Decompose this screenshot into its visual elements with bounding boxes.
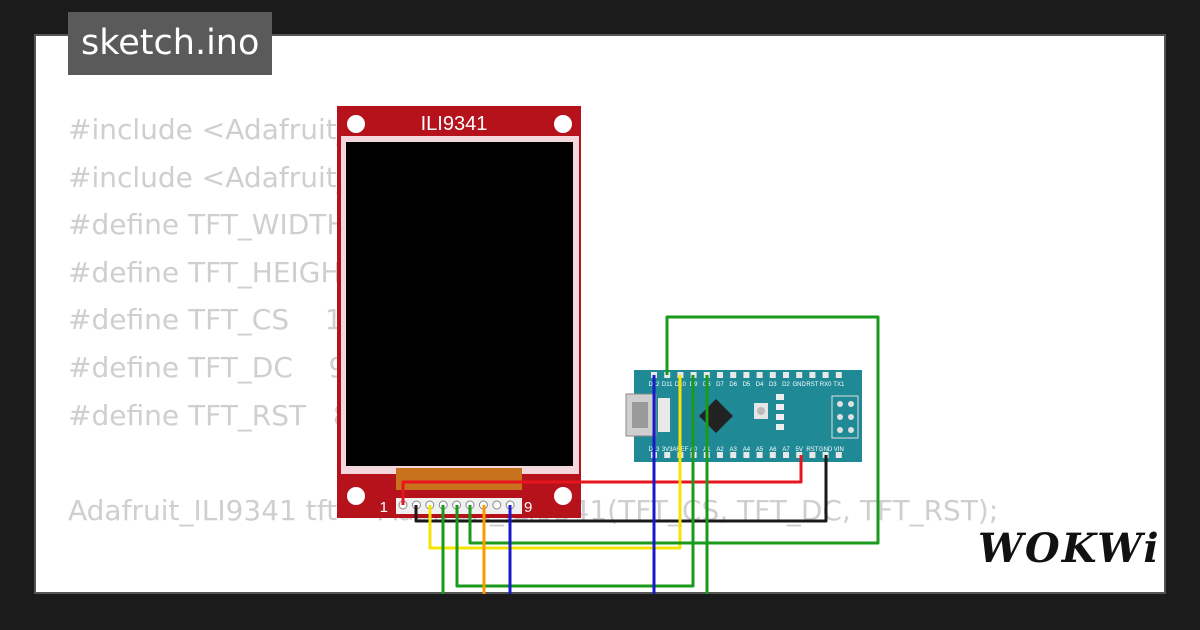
nano-pin[interactable] [835, 452, 842, 458]
icsp-pin [837, 427, 843, 433]
nano-pin[interactable] [756, 372, 763, 378]
icsp-pin [837, 414, 843, 420]
bottom-frame [0, 594, 1200, 630]
nano-pin-label: GND [793, 382, 807, 388]
led-l [776, 424, 784, 430]
led-on [776, 414, 784, 420]
nano-pin-label: RST [806, 447, 818, 453]
icsp-pin [848, 414, 854, 420]
nano-pin-label: D3 [769, 382, 777, 388]
nano-pin[interactable] [730, 452, 737, 458]
nano-pin-label: A7 [782, 447, 790, 453]
nano-pin-label: RST [806, 382, 818, 388]
nano-pin[interactable] [743, 372, 750, 378]
icsp-header [831, 395, 859, 439]
wire-dc [455, 375, 695, 588]
nano-pin[interactable] [822, 372, 829, 378]
icsp-pin [848, 427, 854, 433]
nano-pin[interactable] [730, 372, 737, 378]
nano-pin[interactable] [783, 452, 789, 458]
usb-connector-icon [625, 393, 657, 437]
nano-pin-label: TX1 [833, 382, 845, 388]
nano-pin-label: A4 [743, 447, 751, 453]
nano-pin-label: VIN [834, 447, 844, 453]
nano-pin[interactable] [835, 372, 842, 378]
icsp-pin [837, 401, 843, 407]
display-title: ILI9341 [421, 113, 488, 135]
nano-pin-label: A5 [756, 447, 764, 453]
nano-pin-label: D11 [662, 382, 673, 388]
nano-pin-label: D4 [756, 382, 764, 388]
usb-port [632, 402, 648, 428]
nano-pin[interactable] [743, 452, 750, 458]
pin-label-last: 9 [524, 499, 532, 516]
mount-hole-icon [554, 487, 572, 505]
code-line: #define TFT_CS 10 [68, 303, 361, 337]
code-line: #define NUM_LEDS 64 [68, 582, 998, 592]
nano-pin[interactable] [809, 372, 816, 378]
nano-pin-label: A6 [769, 447, 777, 453]
wire-mosi [468, 315, 880, 545]
nano-pin[interactable] [783, 372, 789, 378]
nano-pin-label: D2 [782, 382, 790, 388]
nano-pin-label: 5V [796, 447, 803, 453]
wokwi-logo: WOKWi [978, 525, 1161, 572]
nano-pin-label: A3 [730, 447, 738, 453]
wire-gnd [414, 455, 828, 523]
display-screen [346, 142, 573, 466]
nano-board [634, 370, 862, 462]
led-tx [776, 394, 784, 400]
wire-vcc [401, 455, 803, 505]
nano-pin[interactable] [796, 452, 803, 458]
nano-pin[interactable] [796, 372, 803, 378]
usb-shield [658, 398, 670, 432]
icsp-pins [837, 401, 854, 433]
nano-pin[interactable] [756, 452, 763, 458]
nano-pin-label: 3V3 [662, 447, 673, 453]
icsp-pin [848, 401, 854, 407]
mount-hole-icon [347, 115, 365, 133]
nano-pin[interactable] [717, 372, 723, 378]
nano-pin[interactable] [769, 452, 776, 458]
nano-pin-label: D6 [729, 382, 737, 388]
code-line: #define TFT_RST 8 [68, 398, 351, 432]
code-line: #define TFT_DC 9 [68, 350, 347, 384]
nano-pin[interactable] [717, 452, 723, 458]
pin-label-first: 1 [380, 499, 388, 516]
nano-pin-label: RX0 [820, 382, 832, 388]
ili9341-display[interactable]: ILI9341 1 9 [337, 106, 581, 518]
display-pin[interactable] [492, 500, 502, 510]
mount-hole-icon [554, 115, 572, 133]
nano-pin-label: D7 [716, 382, 724, 388]
nano-pin-label: D5 [743, 382, 751, 388]
nano-pin-label: A2 [716, 447, 724, 453]
filename-tab[interactable]: sketch.ino [68, 12, 273, 75]
wires [401, 315, 880, 610]
reset-button-cap [757, 407, 765, 415]
nano-pin[interactable] [769, 372, 776, 378]
mount-hole-icon [347, 487, 365, 505]
nano-pin-label: GND [819, 447, 833, 453]
nano-pin[interactable] [809, 452, 816, 458]
led-rx [776, 404, 784, 410]
flex-cable [396, 468, 522, 490]
nano-pin[interactable] [664, 452, 671, 458]
wire-cs [428, 375, 682, 550]
